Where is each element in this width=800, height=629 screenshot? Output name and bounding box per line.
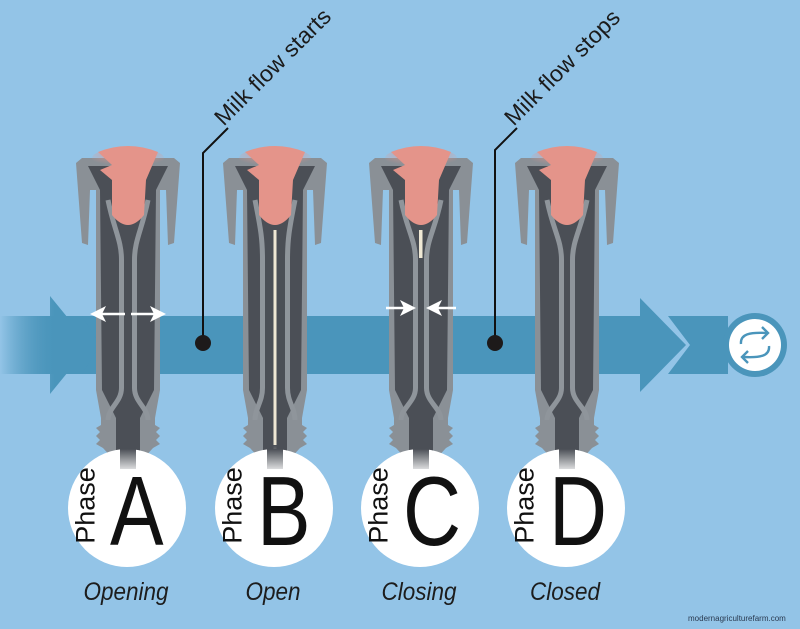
expand-arrows-icon	[90, 306, 166, 322]
teat-cup-phase-d	[515, 146, 619, 467]
phase-letter: B	[257, 456, 311, 566]
phase-word: Phase	[363, 467, 394, 544]
liner-wall-left	[398, 199, 418, 421]
teat	[245, 146, 305, 225]
callout-leader-stops	[487, 127, 518, 351]
callout-leader-starts	[195, 127, 229, 351]
liner-chamber	[88, 166, 168, 462]
repeat-cycle-icon	[723, 313, 787, 377]
tube-fade	[559, 449, 575, 469]
tube-fade	[267, 449, 283, 469]
liner-chamber	[381, 166, 461, 462]
liner-wall-right	[132, 199, 151, 421]
phase-word: Phase	[70, 467, 101, 544]
liner-chamber	[527, 166, 607, 462]
phase-caption: Opening	[83, 578, 169, 606]
liner-wall-left	[252, 199, 265, 421]
phase-letter: A	[110, 456, 164, 566]
phase-letter: D	[549, 456, 608, 566]
milk-stream	[273, 230, 277, 462]
phase-letter: C	[403, 456, 462, 566]
compress-arrows-icon	[386, 300, 456, 316]
liner-wall-right	[570, 199, 590, 421]
phase-badge-c	[361, 449, 479, 567]
liner-wall-left	[544, 199, 564, 421]
phase-caption: Closed	[529, 578, 601, 606]
flow-arrow-start	[0, 296, 90, 394]
phase-word: Phase	[217, 467, 248, 544]
phase-badge-b	[215, 449, 333, 567]
teat-cup-phase-b	[223, 146, 327, 467]
phase-badge-d	[507, 449, 625, 567]
tube-fade	[413, 449, 429, 469]
teat	[98, 146, 158, 225]
teat	[391, 146, 451, 225]
phase-caption: Open	[245, 578, 301, 606]
teat-cup-phase-c	[369, 146, 473, 467]
teat-cup-phase-a	[76, 146, 180, 467]
tube-fade	[120, 449, 136, 469]
teat	[537, 146, 597, 225]
liner-wall-right	[285, 199, 298, 421]
liner-wall-right	[424, 199, 444, 421]
milk-stream-partial	[419, 230, 423, 258]
liner-wall-left	[105, 199, 124, 421]
phase-word: Phase	[509, 467, 540, 544]
source-credit: modernagriculturefarm.com	[688, 614, 786, 623]
flow-arrow-tail	[668, 316, 728, 374]
phase-badge-a	[68, 449, 186, 567]
phase-caption: Closing	[381, 578, 457, 606]
